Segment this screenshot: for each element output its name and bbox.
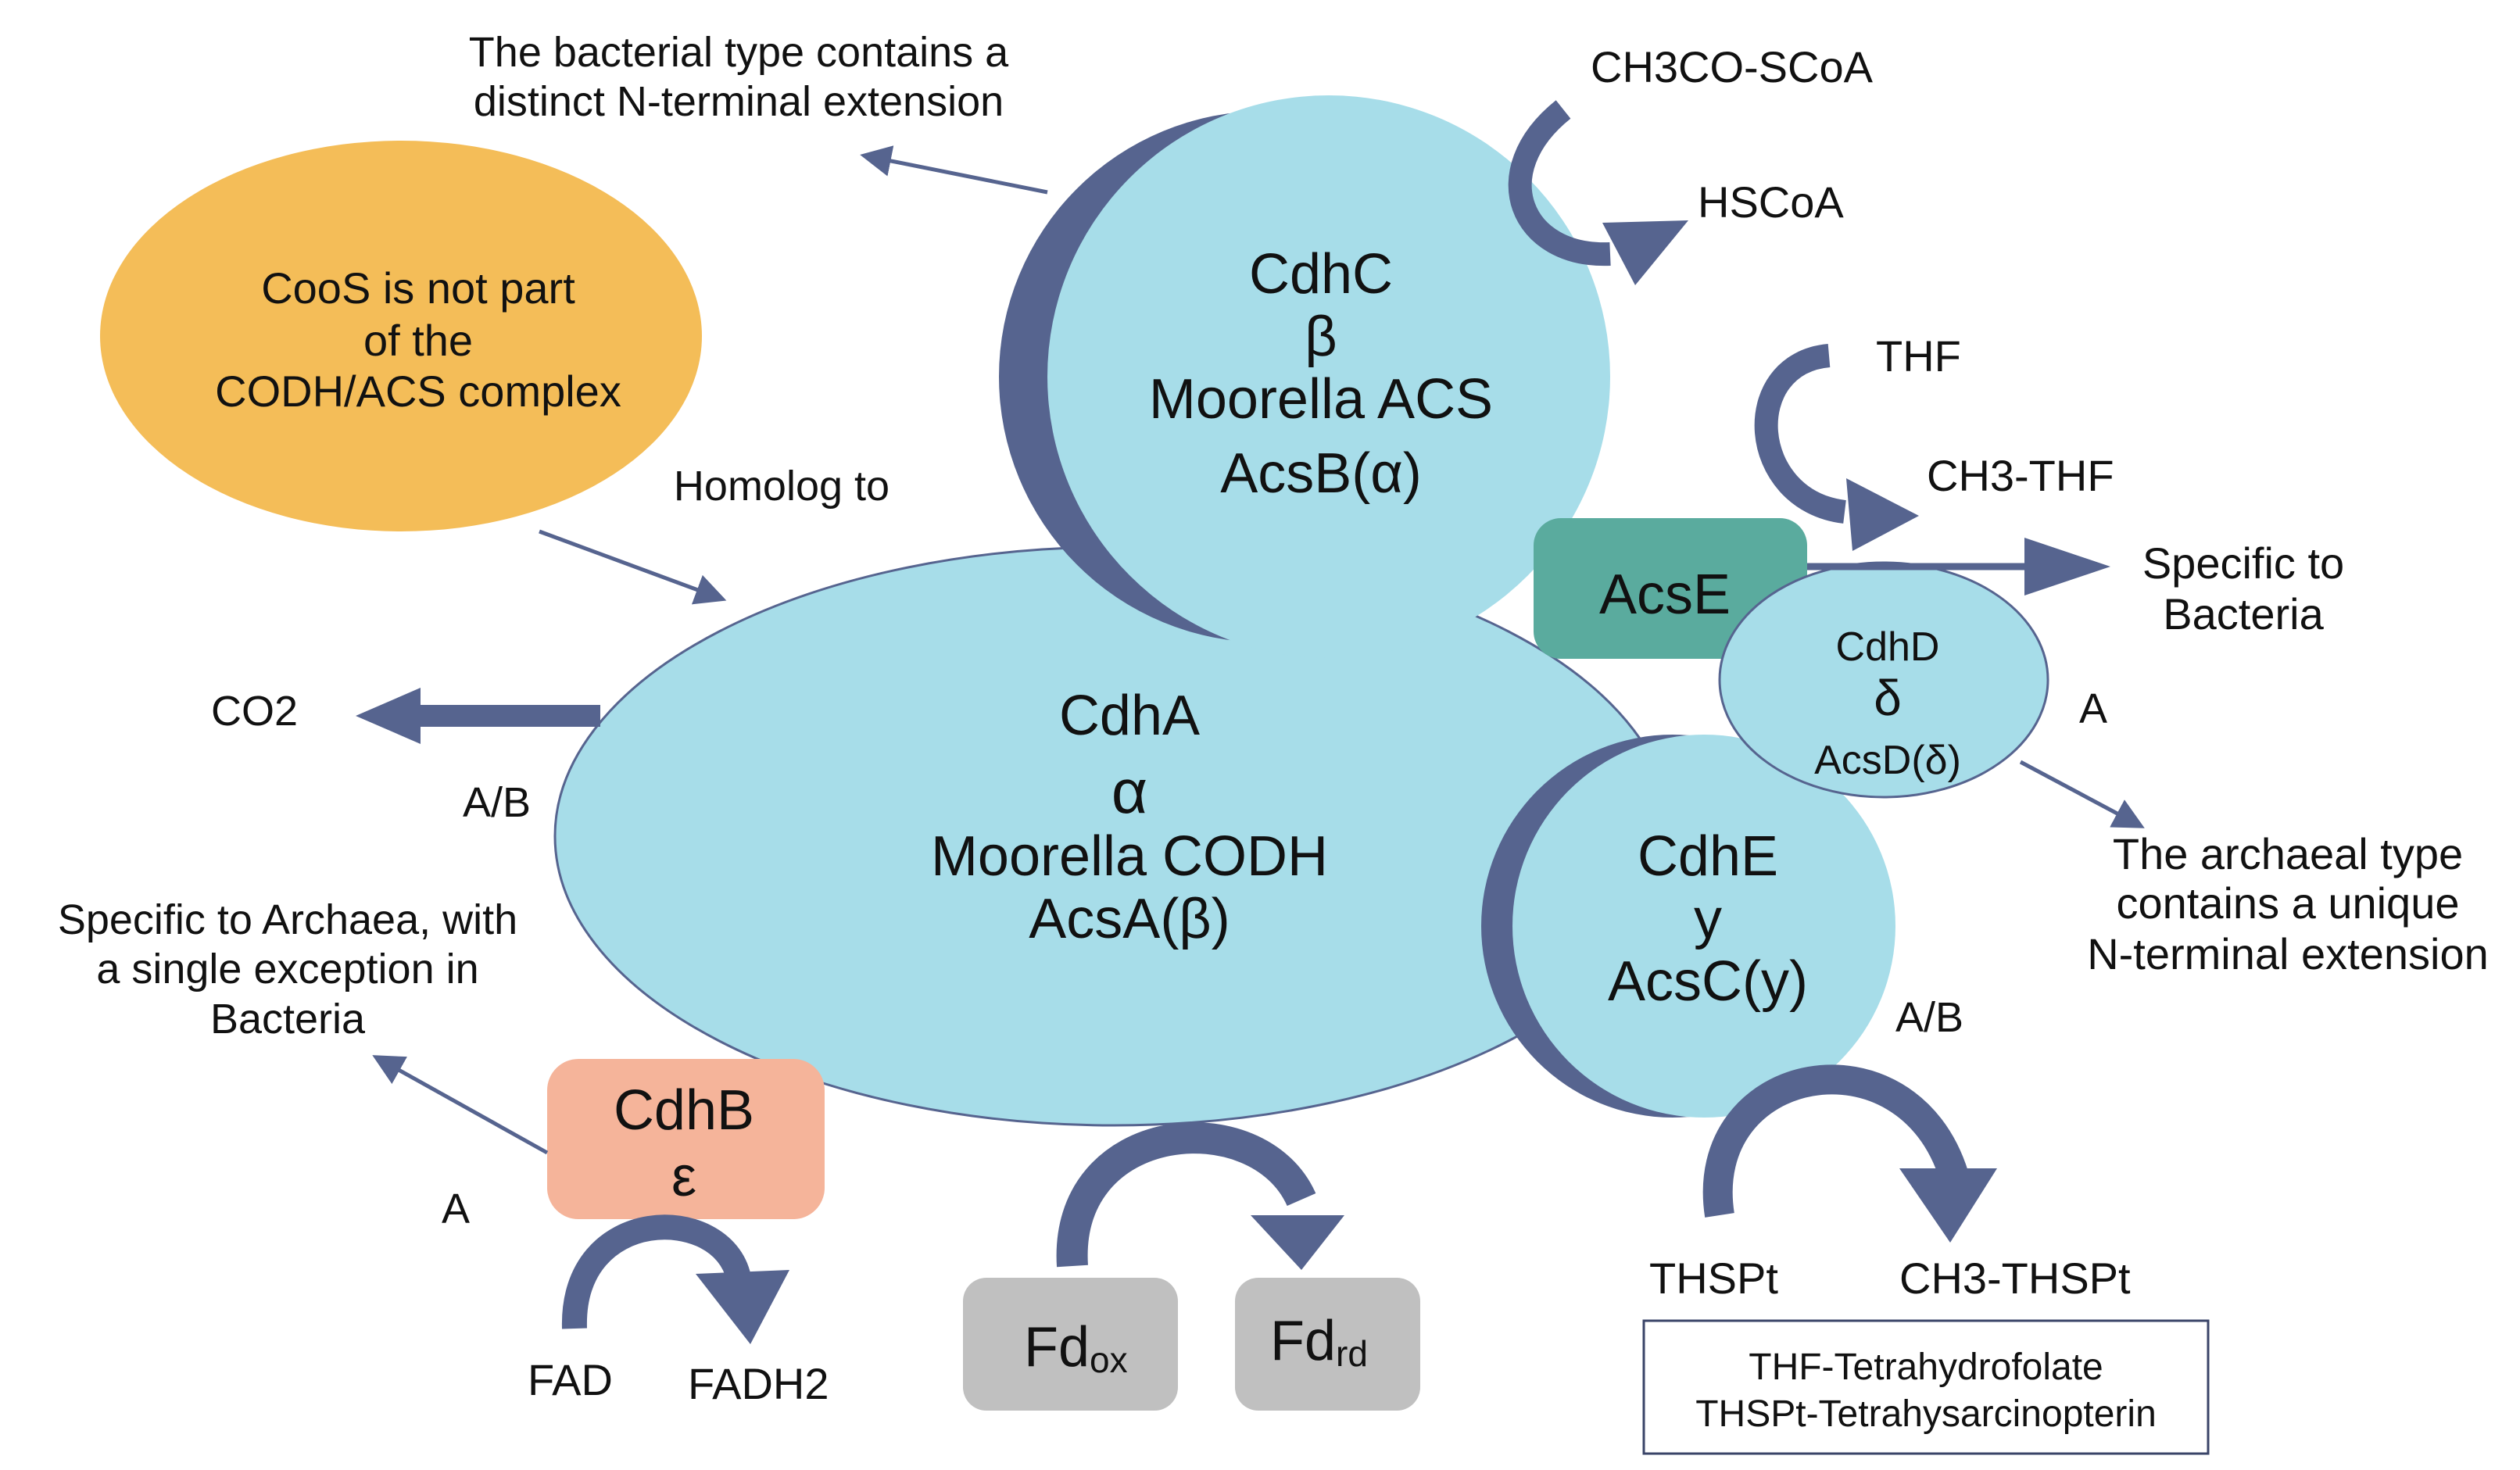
- archaea-specific-line1: Specific to Archaea, with: [58, 896, 517, 943]
- fd-ox-box: [963, 1278, 1178, 1411]
- fd-arrowhead: [1251, 1215, 1344, 1270]
- cdhb-box: [547, 1059, 825, 1219]
- thspt-label: THSPt: [1649, 1254, 1778, 1303]
- homolog-label: Homolog to: [674, 463, 890, 510]
- coos-line1: CooS is not part: [261, 263, 575, 313]
- coos-ellipse: [100, 141, 702, 531]
- co2-label: CO2: [211, 688, 298, 735]
- archaea-specific-arrow: [372, 1055, 549, 1155]
- archaea-specific-line3: Bacteria: [210, 996, 366, 1043]
- archaeal-ext-line1: The archaeal type: [2113, 829, 2463, 878]
- thf-arrowhead: [1846, 478, 1919, 551]
- hscoa-arrowhead: [1602, 220, 1688, 285]
- thspt-arrowhead: [1899, 1168, 1997, 1243]
- ab-right-label: A/B: [1895, 994, 1963, 1041]
- homolog-arrow: [539, 529, 727, 605]
- fd-ox-main: Fd: [1024, 1316, 1090, 1379]
- legend-thf: THF-Tetrahydrofolate: [1749, 1347, 2103, 1388]
- fad-curve: [561, 1214, 751, 1329]
- co2-arrow: [356, 688, 600, 744]
- cdhe-circle: [1512, 735, 1895, 1118]
- coos-line3: CODH/ACS complex: [215, 367, 621, 416]
- bacterial-ext-line1: The bacterial type contains a: [469, 29, 1009, 76]
- acetyl-coa-label: CH3CO-SCoA: [1591, 42, 1874, 91]
- legend-thspt: THSPt-Tetrahysarcinopterin: [1695, 1393, 2157, 1435]
- fd-rd-main: Fd: [1270, 1310, 1336, 1372]
- cdhc-name: CdhC: [1249, 243, 1393, 306]
- coos-line2: of the: [363, 316, 473, 365]
- cdhd-name: CdhD: [1836, 624, 1940, 670]
- hscoa-label: HSCoA: [1698, 177, 1844, 227]
- ch3-thspt-label: CH3-THSPt: [1899, 1254, 2131, 1303]
- fad-arrowhead: [696, 1270, 789, 1344]
- cdha-greek: α: [1111, 756, 1147, 826]
- archaeal-ext-arrow: [2019, 760, 2145, 828]
- a-cdhd-label: A: [2079, 685, 2107, 732]
- cdhe-acs: AcsC(y): [1608, 950, 1808, 1013]
- cdhc-circle: [1047, 95, 1610, 658]
- bacteria-specific-line2: Bacteria: [2163, 589, 2324, 638]
- bacteria-specific-line1: Specific to: [2142, 538, 2344, 588]
- a-cdhb-label: A: [442, 1186, 470, 1232]
- thf-curve: [1754, 344, 1847, 524]
- cdhc-acs: AcsB(α): [1220, 442, 1422, 505]
- fd-ox-label: Fdox: [1024, 1316, 1128, 1380]
- fd-rd-sub: rd: [1336, 1333, 1368, 1374]
- ch3-thf-label: CH3-THF: [1927, 451, 2114, 500]
- cdhc-greek: β: [1305, 306, 1337, 368]
- cdha-acs: AcsA(β): [1029, 888, 1230, 950]
- bacteria-specific-arrowhead: [2024, 538, 2110, 596]
- thf-label: THF: [1876, 331, 1961, 381]
- fadh2-label: FADH2: [688, 1359, 829, 1408]
- cdhd-ellipse: [1718, 561, 2049, 799]
- legend-box: [1642, 1319, 2210, 1455]
- cdhe-name: CdhE: [1638, 825, 1778, 888]
- ab-left-label: A/B: [463, 779, 531, 826]
- bacterial-ext-arrow: [860, 145, 1048, 195]
- cdhc-moorella: Moorella ACS: [1149, 368, 1493, 431]
- thspt-curve: [1702, 1064, 1969, 1218]
- cdhb-greek: ε: [671, 1146, 696, 1208]
- archaeal-ext-line3: N-terminal extension: [2087, 929, 2489, 978]
- fd-rd-label: Fdrd: [1270, 1310, 1368, 1374]
- fd-curve: [1056, 1122, 1316, 1268]
- fd-rd-box: [1235, 1278, 1420, 1411]
- acse-name: AcsE: [1599, 563, 1731, 626]
- cdhb-name: CdhB: [614, 1079, 754, 1142]
- fad-label: FAD: [528, 1355, 613, 1404]
- archaea-specific-line2: a single exception in: [96, 946, 478, 993]
- bacterial-ext-line2: distinct N-terminal extension: [474, 78, 1004, 125]
- archaeal-ext-line2: contains a unique: [2116, 878, 2459, 928]
- cdhe-greek: y: [1694, 888, 1722, 950]
- cdha-name: CdhA: [1059, 685, 1200, 747]
- cdhd-greek: δ: [1874, 670, 1902, 726]
- cdha-moorella: Moorella CODH: [931, 825, 1328, 888]
- fd-ox-sub: ox: [1090, 1339, 1128, 1380]
- cdhd-acs: AcsD(δ): [1814, 738, 1961, 783]
- hscoa-curve: [1508, 100, 1611, 266]
